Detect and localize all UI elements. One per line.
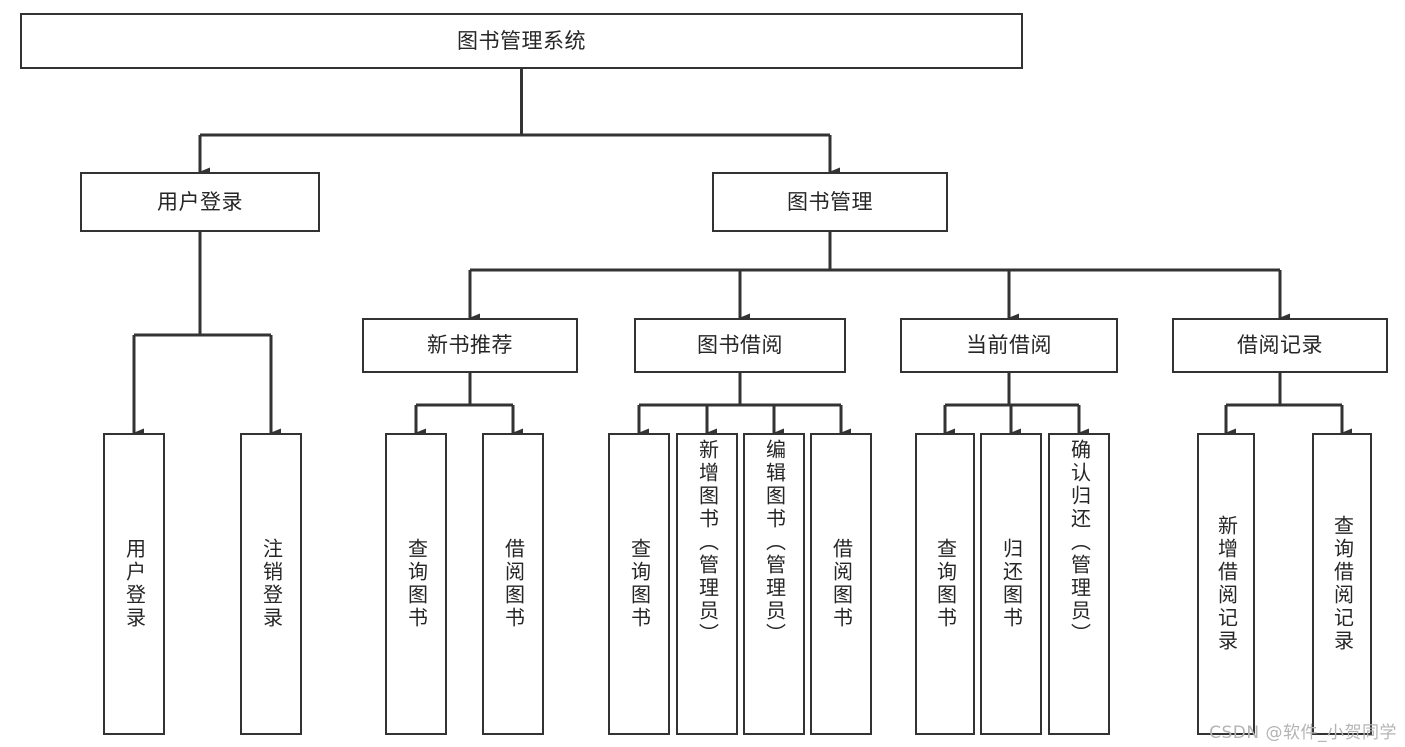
node-label-root: 图书管理系统	[457, 28, 586, 53]
node-label-leaf-edit-book: 编辑图书（管理员）	[762, 439, 787, 646]
node-current-borrow[interactable]: 当前借阅	[900, 318, 1118, 373]
node-leaf-query-book-1[interactable]: 查询图书	[385, 433, 447, 735]
node-leaf-borrow-book-1[interactable]: 借阅图书	[482, 433, 544, 735]
node-label-leaf-borrow-book-1: 借阅图书	[501, 538, 526, 630]
node-label-current-borrow: 当前借阅	[966, 333, 1052, 358]
node-label-leaf-query-book-1: 查询图书	[404, 538, 429, 630]
node-leaf-query-book-2[interactable]: 查询图书	[608, 433, 670, 735]
node-label-leaf-borrow-book-2: 借阅图书	[829, 538, 854, 630]
node-label-leaf-user-logout: 注销登录	[259, 538, 284, 630]
node-label-book-manage: 图书管理	[787, 189, 873, 214]
node-book-manage[interactable]: 图书管理	[712, 172, 948, 232]
node-label-leaf-confirm-return: 确认归还（管理员）	[1067, 439, 1092, 646]
node-book-borrow[interactable]: 图书借阅	[634, 318, 846, 373]
node-leaf-user-login[interactable]: 用户登录	[103, 433, 165, 735]
node-label-leaf-add-book: 新增图书（管理员）	[695, 439, 720, 646]
node-label-leaf-add-record: 新增借阅记录	[1214, 515, 1239, 653]
edge-group	[132, 69, 1352, 438]
node-label-borrow-record: 借阅记录	[1237, 333, 1323, 358]
node-label-book-borrow: 图书借阅	[697, 333, 783, 358]
node-leaf-confirm-return[interactable]: 确认归还（管理员）	[1048, 433, 1110, 735]
node-root[interactable]: 图书管理系统	[20, 13, 1023, 69]
node-leaf-edit-book[interactable]: 编辑图书（管理员）	[743, 433, 805, 735]
watermark-text: CSDN @软件_小贺同学	[1209, 723, 1397, 743]
node-leaf-add-book[interactable]: 新增图书（管理员）	[676, 433, 738, 735]
node-leaf-add-record[interactable]: 新增借阅记录	[1197, 433, 1255, 735]
node-label-leaf-return-book: 归还图书	[999, 538, 1024, 630]
node-leaf-query-record[interactable]: 查询借阅记录	[1312, 433, 1372, 735]
node-label-leaf-query-book-2: 查询图书	[627, 538, 652, 630]
node-leaf-query-book-3[interactable]: 查询图书	[915, 433, 975, 735]
node-leaf-return-book[interactable]: 归还图书	[980, 433, 1042, 735]
node-label-leaf-query-record: 查询借阅记录	[1330, 515, 1355, 653]
node-new-book-rec[interactable]: 新书推荐	[362, 318, 578, 373]
node-leaf-borrow-book-2[interactable]: 借阅图书	[810, 433, 872, 735]
node-user-login[interactable]: 用户登录	[80, 172, 320, 232]
node-label-user-login: 用户登录	[157, 189, 243, 214]
node-leaf-user-logout[interactable]: 注销登录	[240, 433, 302, 735]
node-label-new-book-rec: 新书推荐	[427, 333, 513, 358]
node-label-leaf-query-book-3: 查询图书	[933, 538, 958, 630]
node-borrow-record[interactable]: 借阅记录	[1172, 318, 1388, 373]
node-label-leaf-user-login: 用户登录	[122, 538, 147, 630]
